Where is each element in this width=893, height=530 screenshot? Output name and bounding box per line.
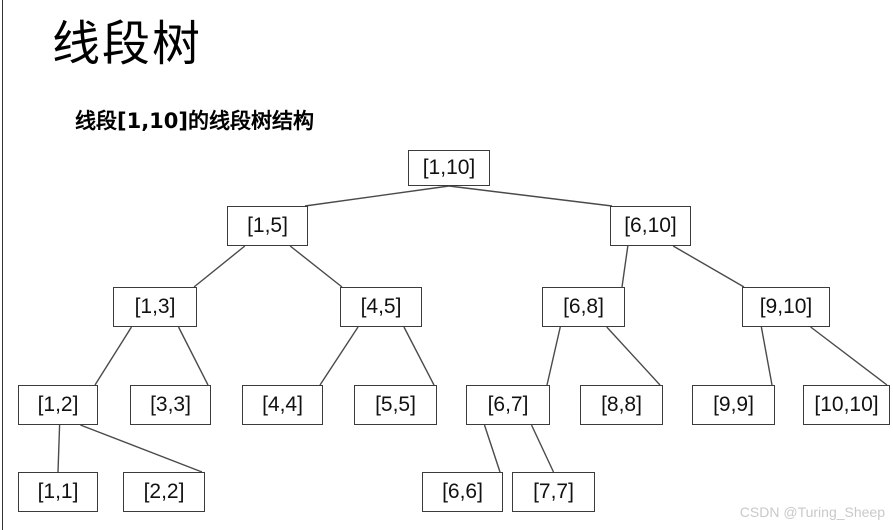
tree-node-3-3: [3,3] [130,385,211,425]
tree-edge [403,326,435,386]
tree-node-1-1: [1,1] [18,472,98,512]
tree-node-1-2: [1,2] [18,385,98,425]
tree-edge [304,185,450,207]
tree-edge [483,424,501,473]
page-title: 线段树 [52,16,203,72]
tree-node-10-10: [10,10] [803,385,890,425]
tree-node-6-10: [6,10] [610,206,691,246]
tree-edge [319,326,359,386]
tree-node-8-8: [8,8] [580,385,663,425]
watermark-label: CSDN @Turing_Sheep [739,504,885,520]
tree-edge [760,326,773,386]
tree-node-7-7: [7,7] [512,472,595,512]
tree-edge [530,424,555,473]
tree-edge [606,326,661,386]
tree-edge [177,326,209,386]
slide-left-border [2,0,3,530]
tree-node-5-5: [5,5] [354,385,437,425]
tree-node-9-10: [9,10] [742,287,830,327]
tree-node-1-5: [1,5] [227,206,308,246]
tree-edge [546,326,561,386]
tree-node-6-8: [6,8] [542,287,625,327]
tree-node-6-7: [6,7] [466,385,550,425]
tree-node-9-9: [9,9] [692,385,775,425]
tree-edge [672,245,745,288]
diagram-subtitle: 线段[1,10]的线段树结构 [75,109,315,133]
tree-node-4-4: [4,4] [242,385,323,425]
tree-edge [810,326,888,386]
tree-edge [80,424,203,473]
tree-node-2-2: [2,2] [123,472,205,512]
tree-edge [57,424,61,473]
tree-edge [289,245,343,288]
tree-node-6-6: [6,6] [422,472,503,512]
tree-node-4-5: [4,5] [340,287,422,327]
tree-edge [621,245,629,288]
tree-edge [448,185,613,207]
tree-node-1-10: [1,10] [408,150,490,186]
tree-edge [94,326,133,386]
tree-edge [193,245,246,288]
tree-node-1-3: [1,3] [113,287,197,327]
